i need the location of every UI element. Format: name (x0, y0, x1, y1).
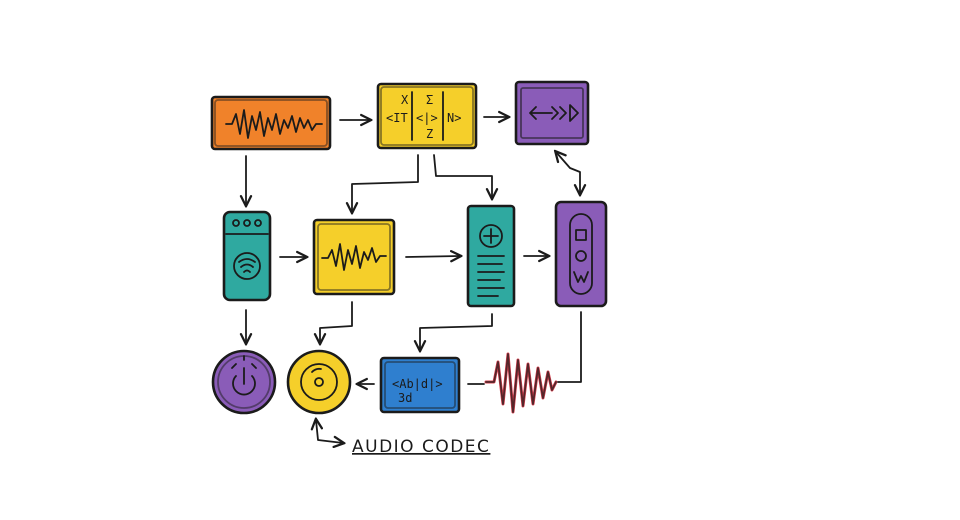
waveform-input-block (210, 95, 332, 151)
matrix-glyph-n: N> (447, 111, 461, 125)
matrix-glyph-z: Z (426, 127, 433, 141)
wifi-icon (233, 252, 261, 280)
plus-circle-icon (479, 224, 503, 248)
connectors (246, 117, 581, 443)
disc-output (286, 349, 352, 415)
matrix-glyph-center: <|> (416, 111, 438, 125)
power-icon (231, 355, 257, 396)
controller-icon (569, 213, 593, 295)
playback-block (514, 80, 590, 146)
arrow-processor-to-equalizer (405, 256, 460, 257)
arrow-equalizer-to-encoder (420, 313, 493, 350)
arrow-processor-to-disc (320, 301, 353, 343)
matrix-glyph-x: X (401, 93, 409, 107)
remote-controller (554, 200, 608, 308)
diagram-caption: AUDIO CODEC (352, 437, 490, 457)
arrow-matrix-to-equalizer (433, 154, 492, 198)
waveform-icon (225, 109, 323, 139)
waveform-processor-block (312, 218, 396, 296)
encoder-glyph-sub: 3d (398, 391, 412, 405)
transform-matrix-block: X Σ <IT <|> N> Z (376, 82, 478, 150)
line-controller-to-wave (557, 311, 582, 383)
waveform-icon (321, 243, 387, 271)
matrix-glyph-sigma: Σ (426, 93, 433, 107)
encoder-glyph-main: <Ab|d|> (392, 377, 443, 391)
speaker-device (222, 210, 272, 302)
red-signal-wave (484, 352, 558, 414)
playback-arrows-icon (529, 104, 579, 122)
encoder-block: <Ab|d|> 3d (379, 356, 461, 414)
matrix-glyph-it: <IT (386, 111, 408, 125)
arrow-disc-to-caption (316, 420, 343, 443)
arrow-matrix-to-processor (352, 154, 419, 212)
equalizer-panel (466, 204, 516, 308)
power-knob (211, 349, 277, 415)
arrow-playback-to-controller (556, 152, 580, 194)
disc-icon (300, 363, 338, 401)
